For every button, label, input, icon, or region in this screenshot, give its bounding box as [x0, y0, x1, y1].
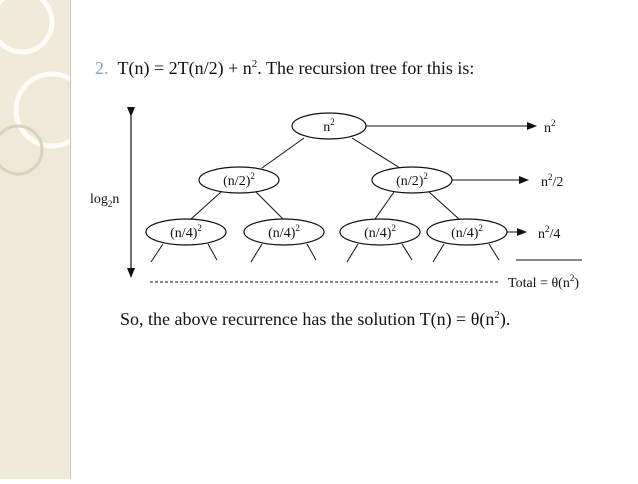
- edge-root-right: [351, 137, 401, 169]
- tree-node-level2: (n/4)2: [243, 218, 325, 246]
- total-label: Total = θ(n2): [508, 273, 579, 291]
- svg-text:(n/4)2: (n/4)2: [451, 223, 483, 241]
- stub: [401, 243, 413, 261]
- heading-lead: T(n) = 2T(n/2) + n: [117, 58, 252, 78]
- height-label: log2n: [90, 192, 119, 209]
- heading-tail: . The recursion tree for this is:: [257, 58, 475, 78]
- edge-l1b-left: [374, 191, 395, 220]
- tree-node-level2: (n/4)2: [339, 218, 421, 246]
- conclusion-tail: ).: [499, 309, 511, 329]
- stub: [488, 243, 500, 261]
- svg-text:n2: n2: [323, 117, 335, 135]
- conclusion-line: So, the above recurrence has the solutio…: [120, 309, 510, 330]
- stub: [346, 243, 359, 263]
- tree-node-level2: (n/4)2: [145, 218, 227, 246]
- stub: [432, 243, 445, 263]
- stub: [207, 243, 218, 261]
- svg-text:(n/4)2: (n/4)2: [268, 223, 300, 241]
- heading-superscript: 2: [251, 58, 258, 70]
- level-cost-0: n2: [544, 118, 556, 136]
- edge-l1a-right: [255, 191, 284, 220]
- tree-node-level1: (n/2)2: [371, 166, 453, 194]
- tree-node-level1: (n/2)2: [198, 166, 280, 194]
- conclusion-lead: So, the above recurrence has the solutio…: [120, 309, 495, 329]
- conclusion-superscript: 2: [494, 309, 500, 321]
- tree-node-level2: (n/4)2: [426, 218, 508, 246]
- stub: [306, 243, 317, 261]
- edge-l1b-right: [428, 191, 460, 220]
- stub: [150, 243, 164, 263]
- stub: [250, 243, 263, 263]
- level-cost-2: n2/4: [538, 224, 560, 242]
- svg-text:(n/4)2: (n/4)2: [364, 223, 396, 241]
- heading-line: 2. T(n) = 2T(n/2) + n2. The recursion tr…: [95, 58, 474, 79]
- svg-text:(n/2)2: (n/2)2: [223, 171, 255, 189]
- decorative-side-band: [0, 0, 91, 479]
- edge-root-left: [261, 137, 305, 169]
- svg-text:(n/2)2: (n/2)2: [396, 171, 428, 189]
- svg-text:(n/4)2: (n/4)2: [170, 223, 202, 241]
- tree-node-root: n2: [291, 112, 367, 140]
- list-number: 2.: [95, 58, 109, 78]
- level-cost-1: n2/2: [541, 172, 563, 190]
- edge-l1a-left: [190, 191, 222, 220]
